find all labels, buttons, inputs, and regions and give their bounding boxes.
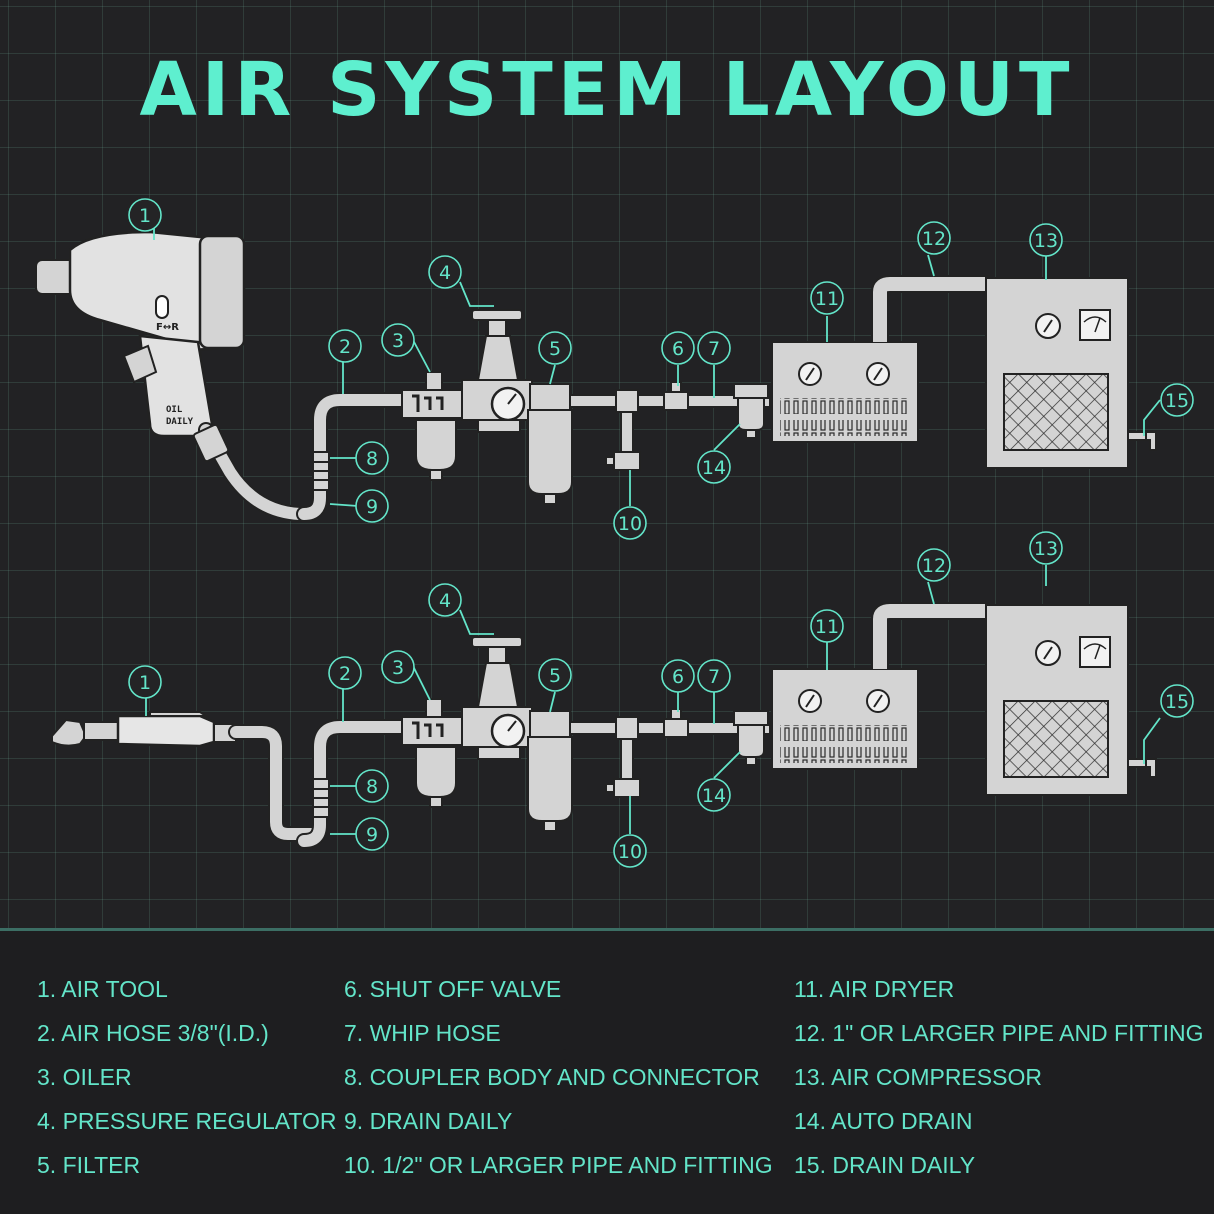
- callout-15-top: 15: [1160, 383, 1194, 417]
- callout-3-top: 3: [381, 323, 415, 357]
- callout-number: 8: [366, 448, 378, 470]
- legend-item: 8. COUPLER BODY AND CONNECTOR: [344, 1064, 760, 1090]
- callout-6-top: 6: [661, 331, 695, 365]
- callout-number: 9: [366, 496, 378, 518]
- callout-8-top: 8: [355, 441, 389, 475]
- callout-15-bottom: 15: [1160, 684, 1194, 718]
- callout-6-bottom: 6: [661, 659, 695, 693]
- callout-number: 5: [549, 665, 561, 687]
- callout-14-bottom: 14: [697, 778, 731, 812]
- direction-marking: F↔R: [156, 322, 179, 333]
- callout-number: 10: [618, 841, 642, 863]
- callout-9-top: 9: [355, 489, 389, 523]
- callout-number: 7: [708, 338, 720, 360]
- callout-5-top: 5: [538, 331, 572, 365]
- callout-number: 1: [139, 672, 151, 694]
- callout-number: 3: [392, 330, 404, 352]
- callout-7-top: 7: [697, 331, 731, 365]
- callout-number: 7: [708, 666, 720, 688]
- legend-item: 7. WHIP HOSE: [344, 1020, 501, 1046]
- callout-number: 15: [1165, 390, 1189, 412]
- legend-item: 10. 1/2" OR LARGER PIPE AND FITTING: [344, 1152, 773, 1178]
- callout-8-bottom: 8: [355, 769, 389, 803]
- legend-item: 11. AIR DRYER: [794, 976, 955, 1002]
- legend-item: 6. SHUT OFF VALVE: [344, 976, 562, 1002]
- callout-number: 13: [1034, 538, 1058, 560]
- callout-2-bottom: 2: [328, 656, 362, 690]
- callout-10-bottom: 10: [613, 834, 647, 868]
- callout-number: 2: [339, 336, 351, 358]
- legend-item: 1. AIR TOOL: [37, 976, 168, 1002]
- callout-12-bottom: 12: [917, 548, 951, 582]
- callout-5-bottom: 5: [538, 658, 572, 692]
- callout-number: 5: [549, 338, 561, 360]
- legend-item: 12. 1" OR LARGER PIPE AND FITTING: [794, 1020, 1204, 1046]
- air-system-diagram: F↔R OIL DAILY: [35, 198, 1194, 868]
- callout-number: 13: [1034, 230, 1058, 252]
- legend-item: 9. DRAIN DAILY: [344, 1108, 513, 1134]
- system-row-bottom: [304, 605, 1156, 841]
- legend-item: 4. PRESSURE REGULATOR: [37, 1108, 337, 1134]
- air-ratchet-icon: [51, 711, 326, 842]
- callout-number: 6: [672, 666, 684, 688]
- legend-column-2: 6. SHUT OFF VALVE 7. WHIP HOSE 8. COUPLE…: [344, 967, 773, 1187]
- legend-item: 2. AIR HOSE 3/8"(I.D.): [37, 1020, 269, 1046]
- page-title: AIR SYSTEM LAYOUT: [139, 47, 1075, 133]
- legend-item: 13. AIR COMPRESSOR: [794, 1064, 1042, 1090]
- callout-10-top: 10: [613, 506, 647, 540]
- callout-number: 12: [922, 555, 946, 577]
- oil-label-line1: OIL: [166, 405, 183, 415]
- callout-number: 12: [922, 228, 946, 250]
- callout-4-bottom: 4: [428, 583, 462, 617]
- legend-column-1: 1. AIR TOOL 2. AIR HOSE 3/8"(I.D.) 3. OI…: [37, 967, 337, 1187]
- callout-number: 6: [672, 338, 684, 360]
- callout-11-top: 11: [810, 281, 844, 315]
- legend-item: 3. OILER: [37, 1064, 132, 1090]
- callout-number: 2: [339, 663, 351, 685]
- impact-wrench-icon: F↔R OIL DAILY: [35, 230, 308, 522]
- callout-number: 14: [702, 785, 726, 807]
- callout-9-bottom: 9: [355, 817, 389, 851]
- system-row-top: [304, 278, 1156, 514]
- legend-item: 15. DRAIN DAILY: [794, 1152, 976, 1178]
- callout-14-top: 14: [697, 450, 731, 484]
- callout-2-top: 2: [328, 329, 362, 363]
- callout-number: 3: [392, 657, 404, 679]
- legend-item: 5. FILTER: [37, 1152, 141, 1178]
- callout-number: 11: [815, 288, 839, 310]
- callout-13-top: 13: [1029, 223, 1063, 257]
- callout-number: 4: [439, 262, 451, 284]
- callout-13-bottom: 13: [1029, 531, 1063, 565]
- callout-4-top: 4: [428, 255, 462, 289]
- callout-1-top: 1: [128, 198, 162, 232]
- callout-7-bottom: 7: [697, 659, 731, 693]
- callout-number: 9: [366, 824, 378, 846]
- callout-number: 10: [618, 513, 642, 535]
- callout-3-bottom: 3: [381, 650, 415, 684]
- callout-number: 8: [366, 776, 378, 798]
- callout-number: 4: [439, 590, 451, 612]
- callout-number: 1: [139, 205, 151, 227]
- callout-number: 15: [1165, 691, 1189, 713]
- callout-11-bottom: 11: [810, 609, 844, 643]
- legend: 1. AIR TOOL 2. AIR HOSE 3/8"(I.D.) 3. OI…: [0, 928, 1214, 1214]
- callout-12-top: 12: [917, 221, 951, 255]
- callout-1-bottom: 1: [128, 665, 162, 699]
- oil-label-line2: DAILY: [166, 417, 194, 427]
- callout-number: 14: [702, 457, 726, 479]
- callout-number: 11: [815, 616, 839, 638]
- legend-item: 14. AUTO DRAIN: [794, 1108, 973, 1134]
- legend-column-3: 11. AIR DRYER 12. 1" OR LARGER PIPE AND …: [794, 967, 1204, 1187]
